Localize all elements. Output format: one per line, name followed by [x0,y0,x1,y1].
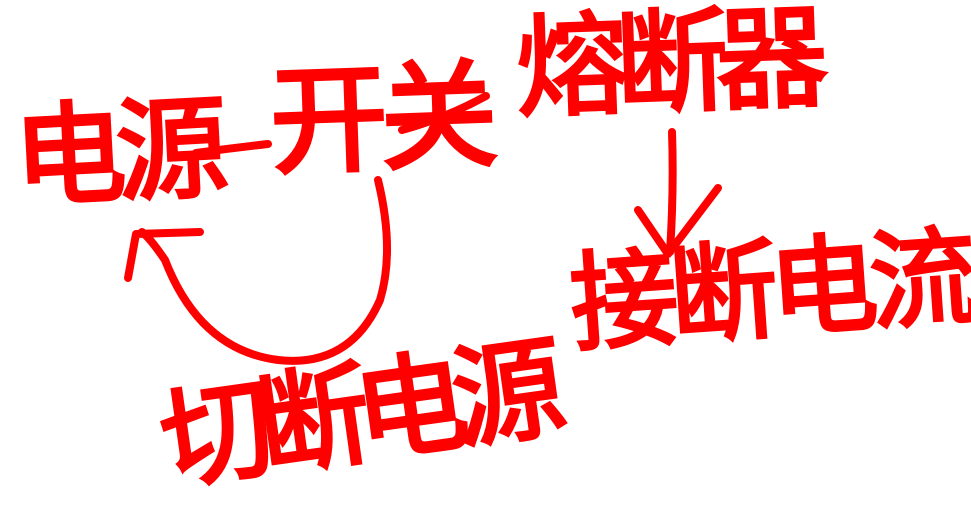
down-arrow [666,128,677,256]
down-arrowhead [634,184,722,258]
loop-arrow [138,176,391,365]
connector-dash-2 [398,92,490,134]
loop-arrowhead [124,228,204,282]
label-fuse-result: 接断电流 [566,215,971,368]
connector-dash-1 [192,140,272,157]
